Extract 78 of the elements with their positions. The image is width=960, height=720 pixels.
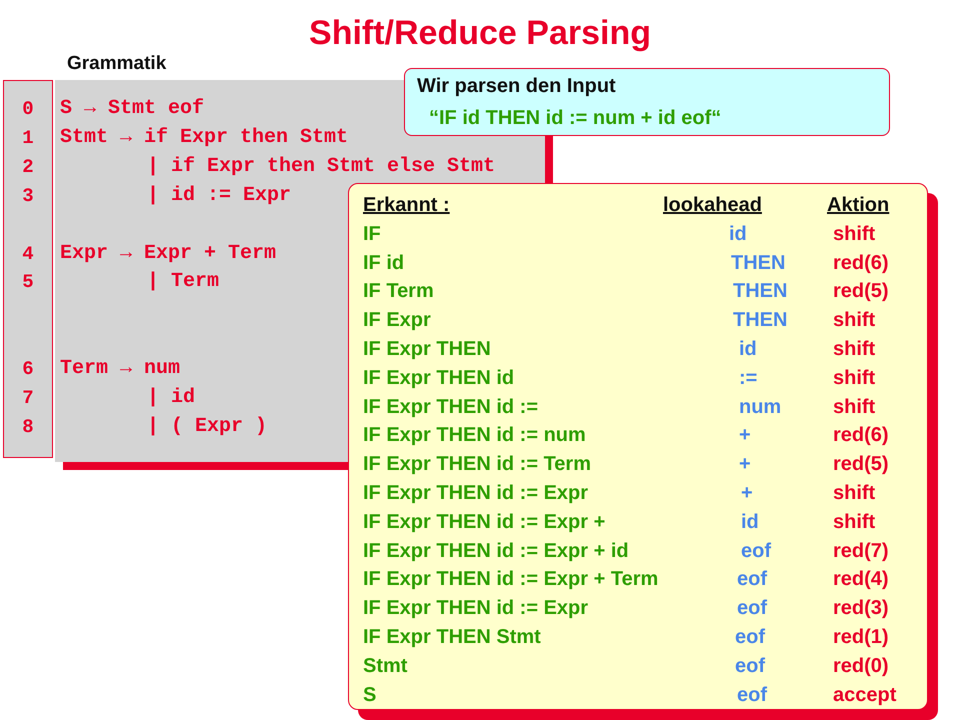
line-number: 0 <box>21 98 35 120</box>
table-cell: eof <box>737 684 767 707</box>
table-cell: accept <box>833 684 896 707</box>
table-cell: S <box>363 684 376 707</box>
input-string: “IF id THEN id := num + id eof“ <box>429 107 722 130</box>
table-cell: shift <box>833 510 876 534</box>
panel-heading: Grammatik <box>67 53 166 75</box>
trace-panel <box>348 183 928 710</box>
slide-title: Shift/Reduce Parsing <box>308 14 652 53</box>
line-number: 8 <box>21 416 35 438</box>
table-cell: IF Expr THEN id := Expr <box>363 482 588 505</box>
grammar-rule: Term → num <box>60 357 180 380</box>
table-cell: IF <box>363 222 381 246</box>
table-cell: red(4) <box>833 568 889 592</box>
table-cell: + <box>741 482 753 505</box>
box-heading: Wir parsen den Input <box>417 75 616 98</box>
grammar-rule: | id <box>147 386 196 409</box>
table-cell: := <box>739 366 758 390</box>
table-cell: IF Expr THEN id := Expr <box>363 597 588 620</box>
column-header: Erkannt : <box>363 194 450 217</box>
grammar-rule: | Term <box>147 270 220 294</box>
grammar-rule: S → Stmt eof <box>60 97 204 120</box>
column-header: Aktion <box>827 194 890 217</box>
table-cell: red(7) <box>833 540 889 563</box>
table-cell: eof <box>735 654 765 678</box>
table-cell: IF Expr THEN id := Term <box>363 453 591 476</box>
table-cell: eof <box>737 568 767 592</box>
table-cell: red(5) <box>833 453 889 476</box>
line-number: 5 <box>21 271 35 294</box>
table-cell: IF Expr THEN id := num <box>363 424 586 448</box>
column-header: lookahead <box>663 194 762 217</box>
table-cell: red(6) <box>833 252 889 275</box>
table-cell: IF Expr THEN id := Expr + <box>363 510 606 534</box>
grammar-rule: | ( Expr ) <box>147 414 268 438</box>
table-cell: red(5) <box>833 280 889 304</box>
table-cell: IF Expr THEN Stmt <box>363 626 541 649</box>
table-cell: eof <box>741 540 771 563</box>
table-cell: IF Expr THEN <box>363 338 491 361</box>
table-cell: num <box>739 396 782 419</box>
table-cell: THEN <box>733 309 788 332</box>
line-number: 4 <box>21 242 35 264</box>
grammar-rule: | if Expr then Stmt else Stmt <box>147 154 496 178</box>
table-cell: THEN <box>731 252 786 275</box>
grammar-rule: Stmt → if Expr then Stmt <box>60 126 348 149</box>
table-cell: IF Expr THEN id := Expr + id <box>363 540 629 563</box>
input-box <box>404 68 890 136</box>
table-cell: eof <box>735 626 765 649</box>
table-cell: shift <box>833 396 876 419</box>
line-number: 7 <box>21 387 35 409</box>
line-number: 3 <box>21 184 35 207</box>
table-cell: red(3) <box>833 597 889 620</box>
line-number: 6 <box>21 358 35 380</box>
grammar-rule: | id := Expr <box>147 184 292 207</box>
table-cell: shift <box>833 366 876 390</box>
table-cell: id <box>741 510 759 534</box>
table-cell: + <box>739 424 751 448</box>
table-cell: Stmt <box>363 654 408 678</box>
table-cell: red(1) <box>833 626 889 649</box>
table-cell: IF Expr THEN id <box>363 366 514 390</box>
line-number: 1 <box>21 126 35 149</box>
table-cell: shift <box>833 338 876 361</box>
table-cell: IF Expr THEN id := <box>363 396 538 419</box>
table-cell: IF Expr THEN id := Expr + Term <box>363 568 658 592</box>
table-cell: eof <box>737 597 767 620</box>
table-cell: IF Expr <box>363 309 431 332</box>
table-cell: id <box>729 222 747 246</box>
table-cell: id <box>739 338 757 361</box>
table-cell: shift <box>833 222 876 246</box>
table-cell: + <box>739 453 751 476</box>
table-cell: red(0) <box>833 654 889 678</box>
table-cell: red(6) <box>833 424 889 448</box>
table-cell: IF id <box>363 252 404 275</box>
table-cell: THEN <box>733 280 788 304</box>
table-cell: IF Term <box>363 280 434 304</box>
line-number: 2 <box>21 156 35 178</box>
table-cell: shift <box>833 309 876 332</box>
table-cell: shift <box>833 482 876 505</box>
grammar-rule: Expr → Expr + Term <box>60 242 276 264</box>
